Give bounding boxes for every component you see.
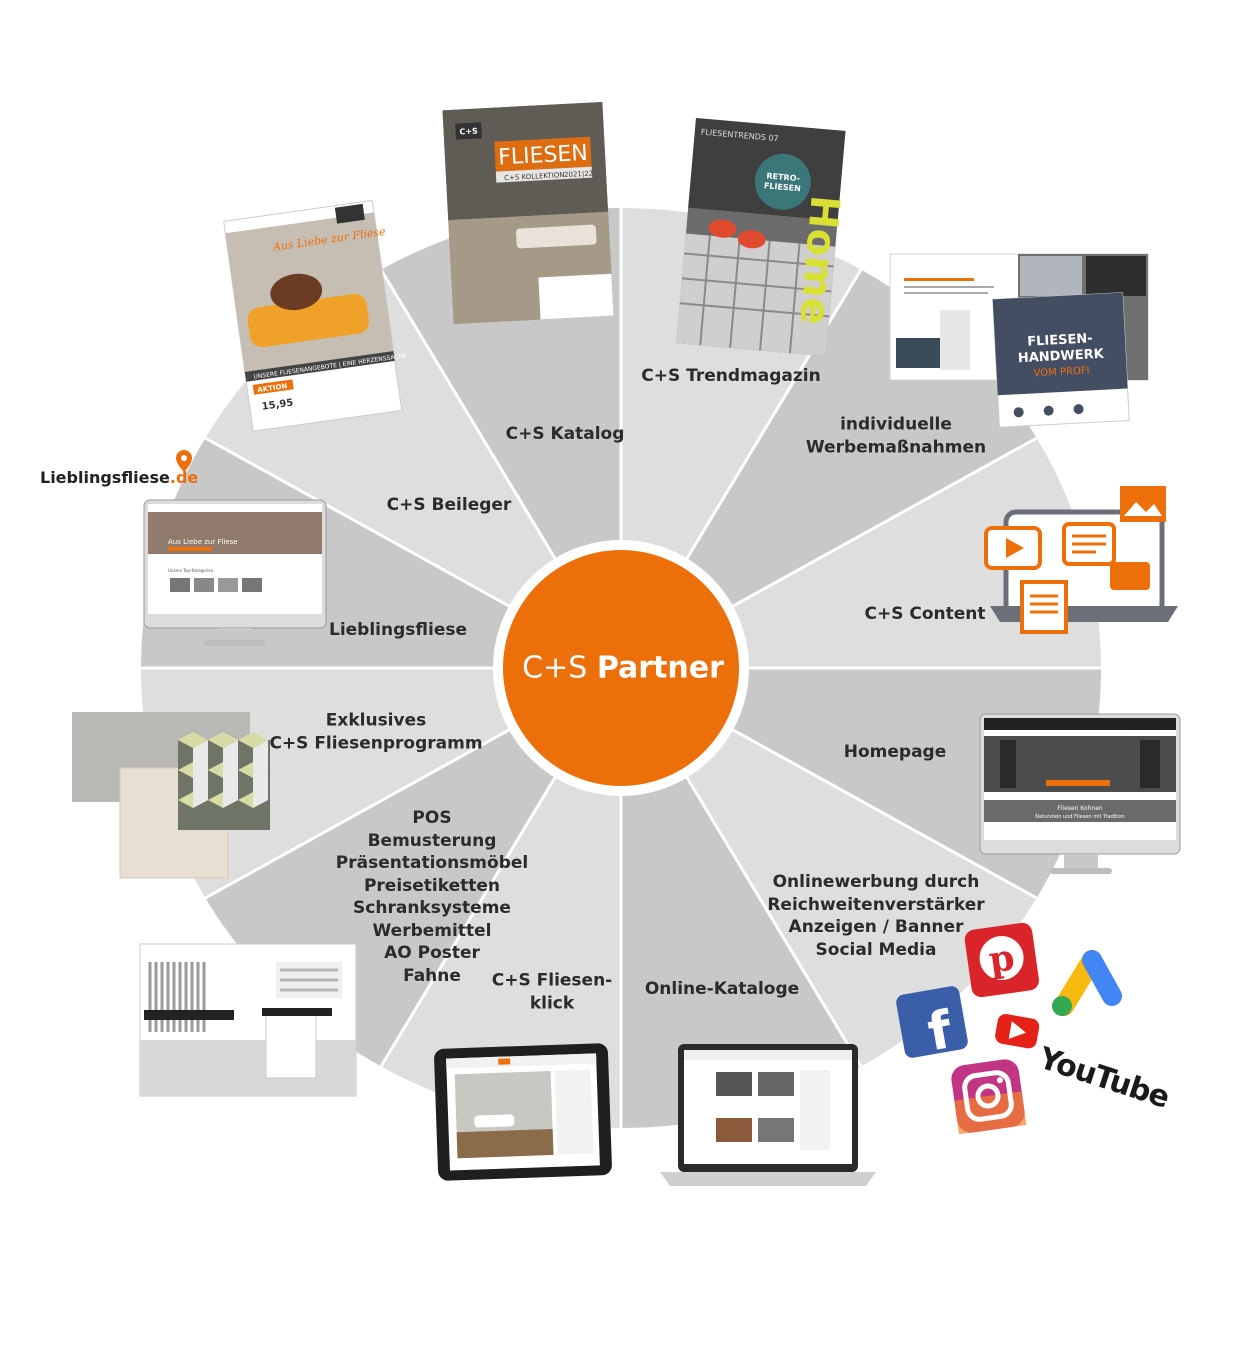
advertising-flyer-image: FLIESEN- HANDWERK VOM PROFI: [889, 253, 1149, 428]
segment-label: C+S Trendmagazin: [641, 365, 820, 388]
segment-label-line: C+S Katalog: [505, 423, 625, 444]
segment-label-line: Fahne: [403, 965, 461, 986]
segment-label: C+S Fliesen-klick: [492, 970, 613, 1015]
wheel-segment: [621, 668, 861, 1128]
wheel-segment: [381, 208, 621, 668]
homepage-monitor-image: LOGO Fliesen Kohnen Naturstein und Flies…: [979, 713, 1181, 874]
segment-label: C+S Content: [864, 603, 985, 626]
pos-showroom-image: [139, 943, 357, 1097]
flyer-line2: HANDWERK: [1018, 347, 1106, 367]
catalog-badge: C+S: [459, 127, 478, 137]
trend-badge-line2: FLIESEN: [764, 181, 802, 193]
segment-label-line: Online-Kataloge: [644, 978, 800, 999]
catalog-subtitle: C+S KOLLEKTION: [504, 171, 565, 182]
catalog-cover-image: FLIESEN C+S KOLLEKTION 2021|22 C+S: [442, 101, 614, 325]
flyer-line1: FLIESEN-: [1027, 331, 1093, 349]
center-circle: [503, 550, 739, 786]
segment-label-line: Social Media: [815, 939, 937, 960]
segment-label: C+S Beileger: [387, 494, 512, 517]
svg-text:p: p: [986, 936, 1017, 981]
link-icon: [1110, 562, 1150, 590]
segment-label: C+S Katalog: [506, 423, 625, 446]
segment-label-line: POS: [412, 808, 452, 828]
wheel-segment: [621, 438, 1101, 668]
segment-label-line: Lieblingsfliese: [328, 619, 468, 640]
segment-label-line: klick: [529, 993, 575, 1013]
segment-label-line: Anzeigen / Banner: [788, 917, 964, 937]
trend-word: Home: [791, 193, 848, 326]
segment-label-line: C+S Fliesen-: [491, 970, 613, 991]
beileger-price: 15,95: [261, 397, 294, 412]
segment-label-line: Exklusives: [325, 710, 427, 731]
lieblingsfliese-brand: Lieblingsfliese.de: [40, 468, 198, 487]
segment-label-line: Werbemittel: [372, 920, 492, 941]
catalog-year: 2021|22: [564, 170, 593, 180]
catalog-title: FLIESEN: [498, 141, 589, 171]
segment-label-line: Werbemaßnahmen: [805, 437, 987, 457]
google-ads-icon: [1052, 950, 1122, 1016]
lieb-site-section: Unsere Top-Kategorien: [168, 568, 214, 573]
segment-label-line: individuelle: [840, 414, 952, 435]
segment-label: Lieblingsfliese: [329, 619, 467, 642]
facebook-icon: f: [896, 986, 968, 1063]
pinterest-icon: p: [964, 922, 1039, 998]
instagram-icon: [951, 1059, 1027, 1135]
brand-name: Lieblingsfliese: [40, 468, 170, 487]
segment-label-line: C+S Trendmagazin: [641, 365, 821, 386]
segment-label-line: Präsentationsmöbel: [335, 853, 529, 873]
fliesenklick-tablet-image: [434, 1043, 612, 1181]
tile-samples-image: [72, 712, 270, 879]
homepage-caption2: Naturstein und Fliesen mit Tradition: [1035, 814, 1124, 820]
social-media-icons: p f: [896, 922, 1122, 1135]
segment-label: Online-Kataloge: [645, 978, 799, 1001]
trend-badge-line1: RETRO-: [766, 171, 800, 183]
segment-label-line: Bemusterung: [367, 830, 497, 851]
segment-label-line: AO Poster: [384, 943, 480, 963]
segment-label-line: C+S Content: [864, 603, 986, 624]
segment-label-line: Reichweitenverstärker: [767, 894, 985, 915]
trend-magazine-image: FLIESENTRENDS 07 RETRO- FLIESEN Home: [676, 117, 848, 357]
homepage-logo-text: LOGO: [1132, 723, 1158, 733]
content-illustration-image: [984, 486, 1178, 634]
segment-label-line: C+S Fliesenprogramm: [269, 733, 483, 753]
image-icon: [1120, 486, 1166, 522]
center-label: C+S Partner: [522, 651, 724, 686]
homepage-caption1: Fliesen Kohnen: [1057, 805, 1103, 812]
segment-label: Homepage: [844, 741, 947, 764]
location-pin-icon: [176, 450, 192, 472]
document-icon: [1020, 580, 1068, 634]
center-label-main: Partner: [596, 650, 724, 686]
lieb-site-hero: Aus Liebe zur Fliese: [168, 538, 238, 546]
wheel-segment: [621, 668, 1037, 1067]
online-catalog-laptop-image: [660, 1044, 876, 1186]
segment-label-line: Schranksysteme: [353, 898, 511, 918]
youtube-play-icon: [995, 1014, 1040, 1049]
lieblingsfliese-monitor-image: Aus Liebe zur Fliese Unsere Top-Kategori…: [143, 499, 327, 646]
wheel-segment: [381, 668, 621, 1128]
brand-tld: .de: [169, 468, 199, 487]
beileger-flyer-image: UNSERE FLIESENANGEBOTE | EINE HERZENSSAC…: [223, 199, 408, 432]
segment-label-line: Preisetiketten: [363, 875, 501, 896]
segment-label-line: Homepage: [843, 741, 947, 762]
center-label-prefix: C+S: [522, 650, 588, 686]
flyer-line3: VOM PROFI: [1033, 365, 1089, 379]
segment-label-line: Onlinewerbung durch: [772, 872, 980, 892]
segment-label-line: C+S Beileger: [386, 494, 512, 515]
wheel-segment: [141, 668, 621, 898]
